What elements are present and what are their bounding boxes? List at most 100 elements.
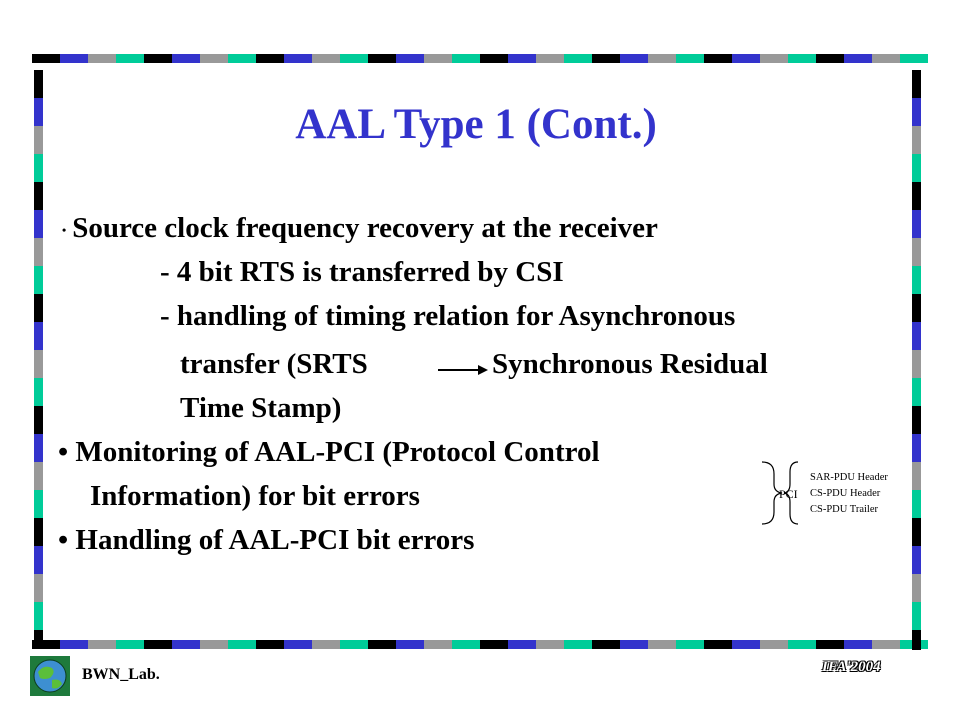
frame-segment [536, 640, 564, 649]
frame-segment [312, 640, 340, 649]
frame-segment [844, 640, 872, 649]
right-arrow-icon [438, 365, 488, 375]
frame-segment [912, 350, 921, 378]
frame-segment [912, 322, 921, 350]
frame-segment [704, 640, 732, 649]
frame-segment [788, 640, 816, 649]
frame-segment [228, 54, 256, 63]
bullet-1-line-1: • Monitoring of AAL-PCI (Protocol Contro… [58, 436, 600, 469]
frame-segment [424, 640, 452, 649]
frame-segment [312, 54, 340, 63]
frame-segment [912, 434, 921, 462]
dash-item: - 4 bit RTS is transferred by CSI [160, 256, 564, 288]
frame-segment [564, 54, 592, 63]
dash-item: - handling of timing relation for Asynch… [160, 300, 736, 332]
frame-segment [34, 70, 43, 98]
frame-segment [32, 640, 60, 649]
footer-lab-name: BWN_Lab. [82, 666, 160, 683]
frame-segment [620, 54, 648, 63]
frame-segment [34, 266, 43, 294]
frame-segment [34, 182, 43, 210]
frame-bottom [32, 640, 928, 649]
frame-segment [912, 98, 921, 126]
frame-segment [912, 462, 921, 490]
srts-expansion: Synchronous Residual [492, 348, 768, 380]
frame-segment [256, 640, 284, 649]
frame-segment [480, 640, 508, 649]
sub-bullet-text: Source clock frequency recovery at the r… [72, 212, 658, 244]
frame-segment [648, 640, 676, 649]
frame-segment [34, 574, 43, 602]
pci-label: PCI [779, 487, 798, 501]
frame-segment [912, 406, 921, 434]
frame-segment [564, 640, 592, 649]
frame-segment [60, 54, 88, 63]
frame-segment [912, 182, 921, 210]
frame-segment [200, 640, 228, 649]
frame-segment [912, 126, 921, 154]
bullet-1-line-2: Information) for bit errors [90, 480, 420, 512]
frame-segment [396, 54, 424, 63]
frame-segment [912, 574, 921, 602]
frame-segment [34, 490, 43, 518]
frame-segment [912, 378, 921, 406]
frame-segment [34, 154, 43, 182]
frame-segment [172, 640, 200, 649]
frame-segment [732, 640, 760, 649]
sub-bullet-line: •Source clock frequency recovery at the … [62, 212, 658, 245]
frame-segment [508, 54, 536, 63]
frame-segment [592, 54, 620, 63]
bullet-glyph: • [58, 436, 69, 468]
srts-expansion-cont: Time Stamp) [180, 392, 342, 424]
frame-segment [34, 546, 43, 574]
frame-segment [704, 54, 732, 63]
frame-segment [536, 54, 564, 63]
frame-segment [424, 54, 452, 63]
globe-logo-icon [30, 656, 70, 696]
srts-prefix: transfer (SRTS [180, 348, 368, 380]
frame-segment [144, 54, 172, 63]
frame-segment [368, 640, 396, 649]
frame-segment [912, 266, 921, 294]
frame-segment [912, 70, 921, 98]
frame-right [912, 70, 921, 650]
frame-segment [34, 462, 43, 490]
frame-segment [88, 640, 116, 649]
frame-segment [912, 210, 921, 238]
frame-segment [368, 54, 396, 63]
frame-segment [508, 640, 536, 649]
frame-segment [912, 490, 921, 518]
frame-segment [284, 54, 312, 63]
bullet-glyph: • [58, 524, 69, 556]
frame-segment [816, 640, 844, 649]
frame-segment [34, 378, 43, 406]
frame-segment [676, 54, 704, 63]
frame-segment [34, 602, 43, 630]
bullet-2-line: • Handling of AAL-PCI bit errors [58, 524, 474, 557]
frame-segment [760, 640, 788, 649]
bullet-1-text: Monitoring of AAL-PCI (Protocol Control [75, 436, 600, 468]
frame-segment [172, 54, 200, 63]
frame-top [32, 54, 928, 63]
footer-conference: IFA'2004 [822, 659, 881, 675]
frame-segment [200, 54, 228, 63]
frame-segment [912, 630, 921, 650]
frame-segment [34, 630, 43, 640]
frame-segment [228, 640, 256, 649]
frame-segment [116, 54, 144, 63]
frame-segment [34, 294, 43, 322]
frame-segment [912, 518, 921, 546]
frame-segment [34, 126, 43, 154]
bullet-2-text: Handling of AAL-PCI bit errors [75, 524, 475, 556]
frame-segment [396, 640, 424, 649]
frame-segment [912, 546, 921, 574]
frame-segment [116, 640, 144, 649]
frame-segment [912, 602, 921, 630]
frame-segment [676, 640, 704, 649]
frame-segment [32, 54, 60, 63]
frame-segment [34, 518, 43, 546]
frame-segment [452, 54, 480, 63]
frame-segment [816, 54, 844, 63]
frame-segment [872, 640, 900, 649]
frame-segment [912, 294, 921, 322]
